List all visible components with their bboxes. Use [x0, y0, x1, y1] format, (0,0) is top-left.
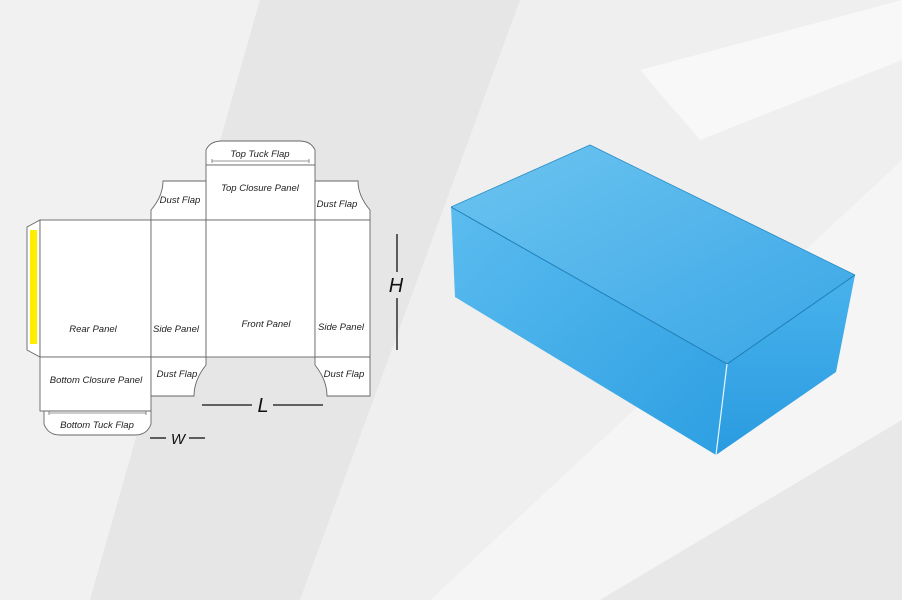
dimension-width: W — [150, 431, 205, 448]
dimension-length: L — [202, 395, 323, 417]
side-panel-right — [314, 219, 371, 358]
dimension-height-label: H — [389, 275, 404, 297]
bottom-tuck-flap — [43, 410, 152, 436]
label-side-panel-left: Side Panel — [153, 324, 200, 335]
dust-flap-top-left — [150, 180, 207, 221]
box-side-face — [716, 275, 855, 455]
box-top-face — [451, 145, 855, 364]
label-side-panel-right: Side Panel — [318, 322, 365, 333]
label-dust-flap-bottom-left: Dust Flap — [157, 369, 198, 380]
label-dust-flap-top-left: Dust Flap — [160, 195, 201, 206]
rear-panel — [39, 219, 152, 358]
top-tuck-flap — [205, 140, 316, 166]
label-top-closure-panel: Top Closure Panel — [221, 183, 300, 194]
box-front-face — [451, 207, 727, 455]
top-closure-panel — [205, 164, 316, 221]
label-rear-panel: Rear Panel — [69, 324, 117, 335]
label-dust-flap-top-right: Dust Flap — [317, 199, 358, 210]
label-bottom-tuck-flap: Bottom Tuck Flap — [60, 420, 134, 431]
dimension-width-label: W — [171, 431, 187, 448]
side-panel-left — [150, 219, 207, 358]
bottom-closure-panel — [39, 356, 152, 412]
dust-flap-bottom-left — [150, 356, 207, 397]
dust-flap-top-right — [314, 180, 371, 221]
label-front-panel: Front Panel — [241, 319, 291, 330]
label-bottom-closure-panel: Bottom Closure Panel — [50, 375, 143, 386]
glue-strip — [30, 230, 37, 344]
dimension-height: H — [389, 234, 404, 350]
label-dust-flap-bottom-right: Dust Flap — [324, 369, 365, 380]
front-panel — [205, 219, 316, 358]
label-top-tuck-flap: Top Tuck Flap — [230, 149, 289, 160]
dust-flap-bottom-right — [314, 356, 371, 397]
dimension-length-label: L — [257, 395, 268, 417]
